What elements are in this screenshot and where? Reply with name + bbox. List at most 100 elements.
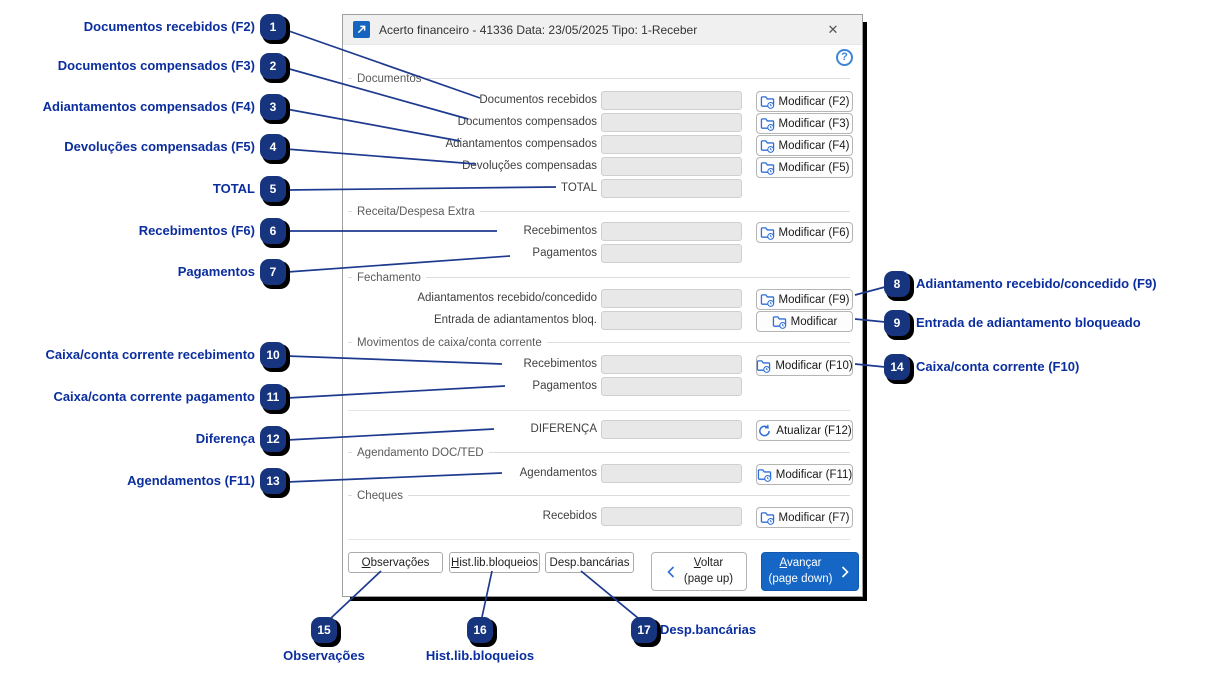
refresh-icon (757, 424, 772, 438)
documentos-recebidos-input[interactable] (601, 91, 742, 110)
desp-bancarias-button[interactable]: Desp.bancárias (545, 552, 634, 573)
documentos-compensados-input[interactable] (601, 113, 742, 132)
callout-badge-11: 11 (260, 384, 286, 410)
modificar-f11-button[interactable]: Modificar (F11) (756, 464, 853, 485)
devolucoes-compensadas-input[interactable] (601, 157, 742, 176)
section-title: Movimentos de caixa/conta corrente (352, 335, 547, 351)
separator (348, 410, 850, 411)
callout-badge-1: 1 (260, 14, 286, 40)
callout-badge-8: 8 (884, 271, 910, 297)
field-row-devolucoes-compensadas: Devoluções compensadas Modificar (F5) (343, 157, 862, 178)
button-label: Modificar (F11) (775, 468, 853, 481)
section-title: Receita/Despesa Extra (352, 204, 480, 220)
button-label: Modificar (F9) (778, 293, 850, 306)
field-row-entrada-adiantamentos-bloq: Entrada de adiantamentos bloq. Modificar (343, 311, 862, 332)
recebimentos-caixa-input[interactable] (601, 355, 742, 374)
voltar-button[interactable]: Voltar(page up) (651, 552, 747, 591)
adiantamentos-compensados-input[interactable] (601, 135, 742, 154)
section-fechamento: Fechamento (348, 270, 850, 286)
callout-label-16: Hist.lib.bloqueios (425, 648, 535, 663)
callout-label-15: Observações (283, 648, 365, 663)
field-row-pagamentos-caixa: Pagamentos (343, 377, 862, 398)
callout-badge-12: 12 (260, 426, 286, 452)
modificar-f7-button[interactable]: Modificar (F7) (756, 507, 853, 528)
hist-lib-bloqueios-button[interactable]: Hist.lib.bloqueios (449, 552, 540, 573)
pagamentos-caixa-input (601, 377, 742, 396)
field-label: Recebimentos (523, 225, 597, 237)
acerto-financeiro-dialog: Acerto financeiro - 41336 Data: 23/05/20… (342, 14, 863, 597)
agendamentos-input[interactable] (601, 464, 742, 483)
button-label: Modificar (F4) (778, 139, 850, 152)
modify-icon (760, 139, 775, 153)
callout-badge-3: 3 (260, 94, 286, 120)
entrada-adiantamentos-bloq-input[interactable] (601, 311, 742, 330)
modify-icon (760, 293, 775, 307)
callout-badge-7: 7 (260, 259, 286, 285)
callout-badge-14: 14 (884, 354, 910, 380)
cheques-recebidos-input[interactable] (601, 507, 742, 526)
observacoes-button[interactable]: Observações (348, 552, 443, 573)
callout-label-8: Adiantamento recebido/concedido (F9) (916, 276, 1157, 291)
window-title: Acerto financeiro - 41336 Data: 23/05/20… (379, 22, 698, 37)
titlebar[interactable]: Acerto financeiro - 41336 Data: 23/05/20… (343, 15, 862, 45)
section-title: Fechamento (352, 270, 426, 286)
avancar-button[interactable]: Avançar(page down) (761, 552, 859, 591)
total-input (601, 179, 742, 198)
callout-badge-15: 15 (311, 617, 337, 643)
callout-label-9: Entrada de adiantamento bloqueado (916, 315, 1141, 330)
help-icon[interactable]: ? (836, 49, 853, 66)
button-label: Modificar (F10) (775, 359, 853, 372)
button-label: Atualizar (F12) (776, 424, 852, 437)
modificar-f2-button[interactable]: Modificar (F2) (756, 91, 853, 112)
callout-label-14: Caixa/conta corrente (F10) (916, 359, 1080, 374)
field-row-documentos-compensados: Documentos compensados Modificar (F3) (343, 113, 862, 134)
app-icon (353, 21, 370, 38)
field-label: Agendamentos (519, 467, 597, 479)
callout-label-6: Recebimentos (F6) (138, 223, 255, 238)
modificar-f3-button[interactable]: Modificar (F3) (756, 113, 853, 134)
chevron-left-icon (667, 565, 674, 578)
callout-label-4: Devoluções compensadas (F5) (64, 139, 255, 154)
callout-label-5: TOTAL (212, 181, 255, 196)
button-label: Modificar (F6) (778, 226, 850, 239)
chevron-right-icon (842, 565, 850, 578)
separator (348, 539, 850, 540)
modify-icon (760, 117, 775, 131)
callout-label-11: Caixa/conta corrente pagamento (53, 389, 255, 404)
field-label: Documentos compensados (457, 116, 597, 128)
modify-icon (760, 226, 775, 240)
button-label: Modificar (F7) (778, 511, 850, 524)
field-row-recebimentos-extra: Recebimentos Modificar (F6) (343, 222, 862, 243)
callout-badge-2: 2 (260, 53, 286, 79)
field-label: Documentos recebidos (479, 94, 597, 106)
callout-label-7: Pagamentos (177, 264, 255, 279)
modify-icon (756, 359, 771, 373)
adiantamentos-recebido-concedido-input[interactable] (601, 289, 742, 308)
field-label: DIFERENÇA (530, 423, 597, 435)
button-label: Modificar (F5) (778, 161, 850, 174)
modificar-f5-button[interactable]: Modificar (F5) (756, 157, 853, 178)
field-row-adiantamentos-compensados: Adiantamentos compensados Modificar (F4) (343, 135, 862, 156)
callout-badge-6: 6 (260, 218, 286, 244)
callout-badge-13: 13 (260, 468, 286, 494)
atualizar-f12-button[interactable]: Atualizar (F12) (756, 420, 853, 441)
modify-icon (760, 511, 775, 525)
modificar-bloqueado-button[interactable]: Modificar (756, 311, 853, 332)
recebimentos-extra-input[interactable] (601, 222, 742, 241)
section-documentos: Documentos (348, 71, 850, 87)
field-row-adiantamentos-recebido-concedido: Adiantamentos recebido/concedido Modific… (343, 289, 862, 310)
field-row-cheques-recebidos: Recebidos Modificar (F7) (343, 507, 862, 528)
modificar-f4-button[interactable]: Modificar (F4) (756, 135, 853, 156)
modificar-f6-button[interactable]: Modificar (F6) (756, 222, 853, 243)
modify-icon (760, 95, 775, 109)
field-row-documentos-recebidos: Documentos recebidos Modificar (F2) (343, 91, 862, 112)
callout-badge-17: 17 (631, 617, 657, 643)
callout-label-1: Documentos recebidos (F2) (83, 19, 255, 34)
callout-label-3: Adiantamentos compensados (F4) (42, 99, 255, 114)
close-icon[interactable]: ✕ (827, 22, 839, 37)
modificar-f9-button[interactable]: Modificar (F9) (756, 289, 853, 310)
button-label: Modificar (790, 315, 838, 328)
modificar-f10-button[interactable]: Modificar (F10) (756, 355, 853, 376)
pagamentos-extra-input (601, 244, 742, 263)
callout-label-10: Caixa/conta corrente recebimento (45, 347, 255, 362)
